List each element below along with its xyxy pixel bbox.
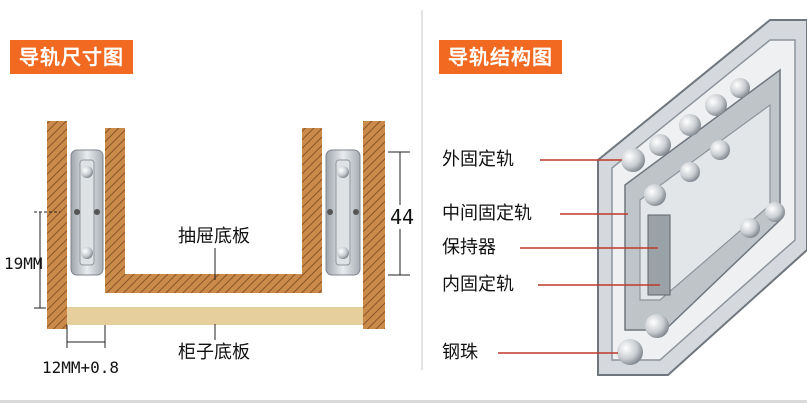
side-dimension-label: 44	[390, 205, 415, 229]
drawer-bottom-label: 抽屉底板	[178, 226, 250, 248]
middle-fixed-rail-label: 中间固定轨	[442, 203, 532, 225]
outer-fixed-rail-label: 外固定轨	[442, 149, 514, 171]
dimension-diagram-title: 导轨尺寸图	[10, 40, 133, 74]
structure-leader-lines	[498, 159, 660, 354]
inner-fixed-rail-label: 内固定轨	[442, 274, 514, 296]
left-slide-rail	[70, 149, 104, 276]
bottom-rule	[0, 400, 807, 403]
drawer-bottom-board	[105, 274, 322, 293]
gap-dimension-label: 12MM+0.8	[42, 358, 120, 377]
structure-diagram-title: 导轨结构图	[439, 40, 562, 74]
drawer-left-side	[105, 128, 125, 293]
cabinet-bottom-label: 柜子底板	[178, 342, 250, 364]
rail-structure-illustration	[597, 19, 807, 376]
cabinet-bottom-board	[67, 307, 385, 325]
cabinet-left-wall	[47, 121, 67, 329]
height-dimension-label: 19MM	[4, 254, 43, 273]
retainer-label: 保持器	[442, 237, 496, 259]
drawer-right-side	[302, 128, 322, 293]
steel-ball-label: 钢珠	[442, 342, 478, 364]
panel-divider	[421, 10, 423, 370]
right-slide-rail	[325, 149, 361, 276]
cabinet-right-wall	[363, 121, 385, 329]
